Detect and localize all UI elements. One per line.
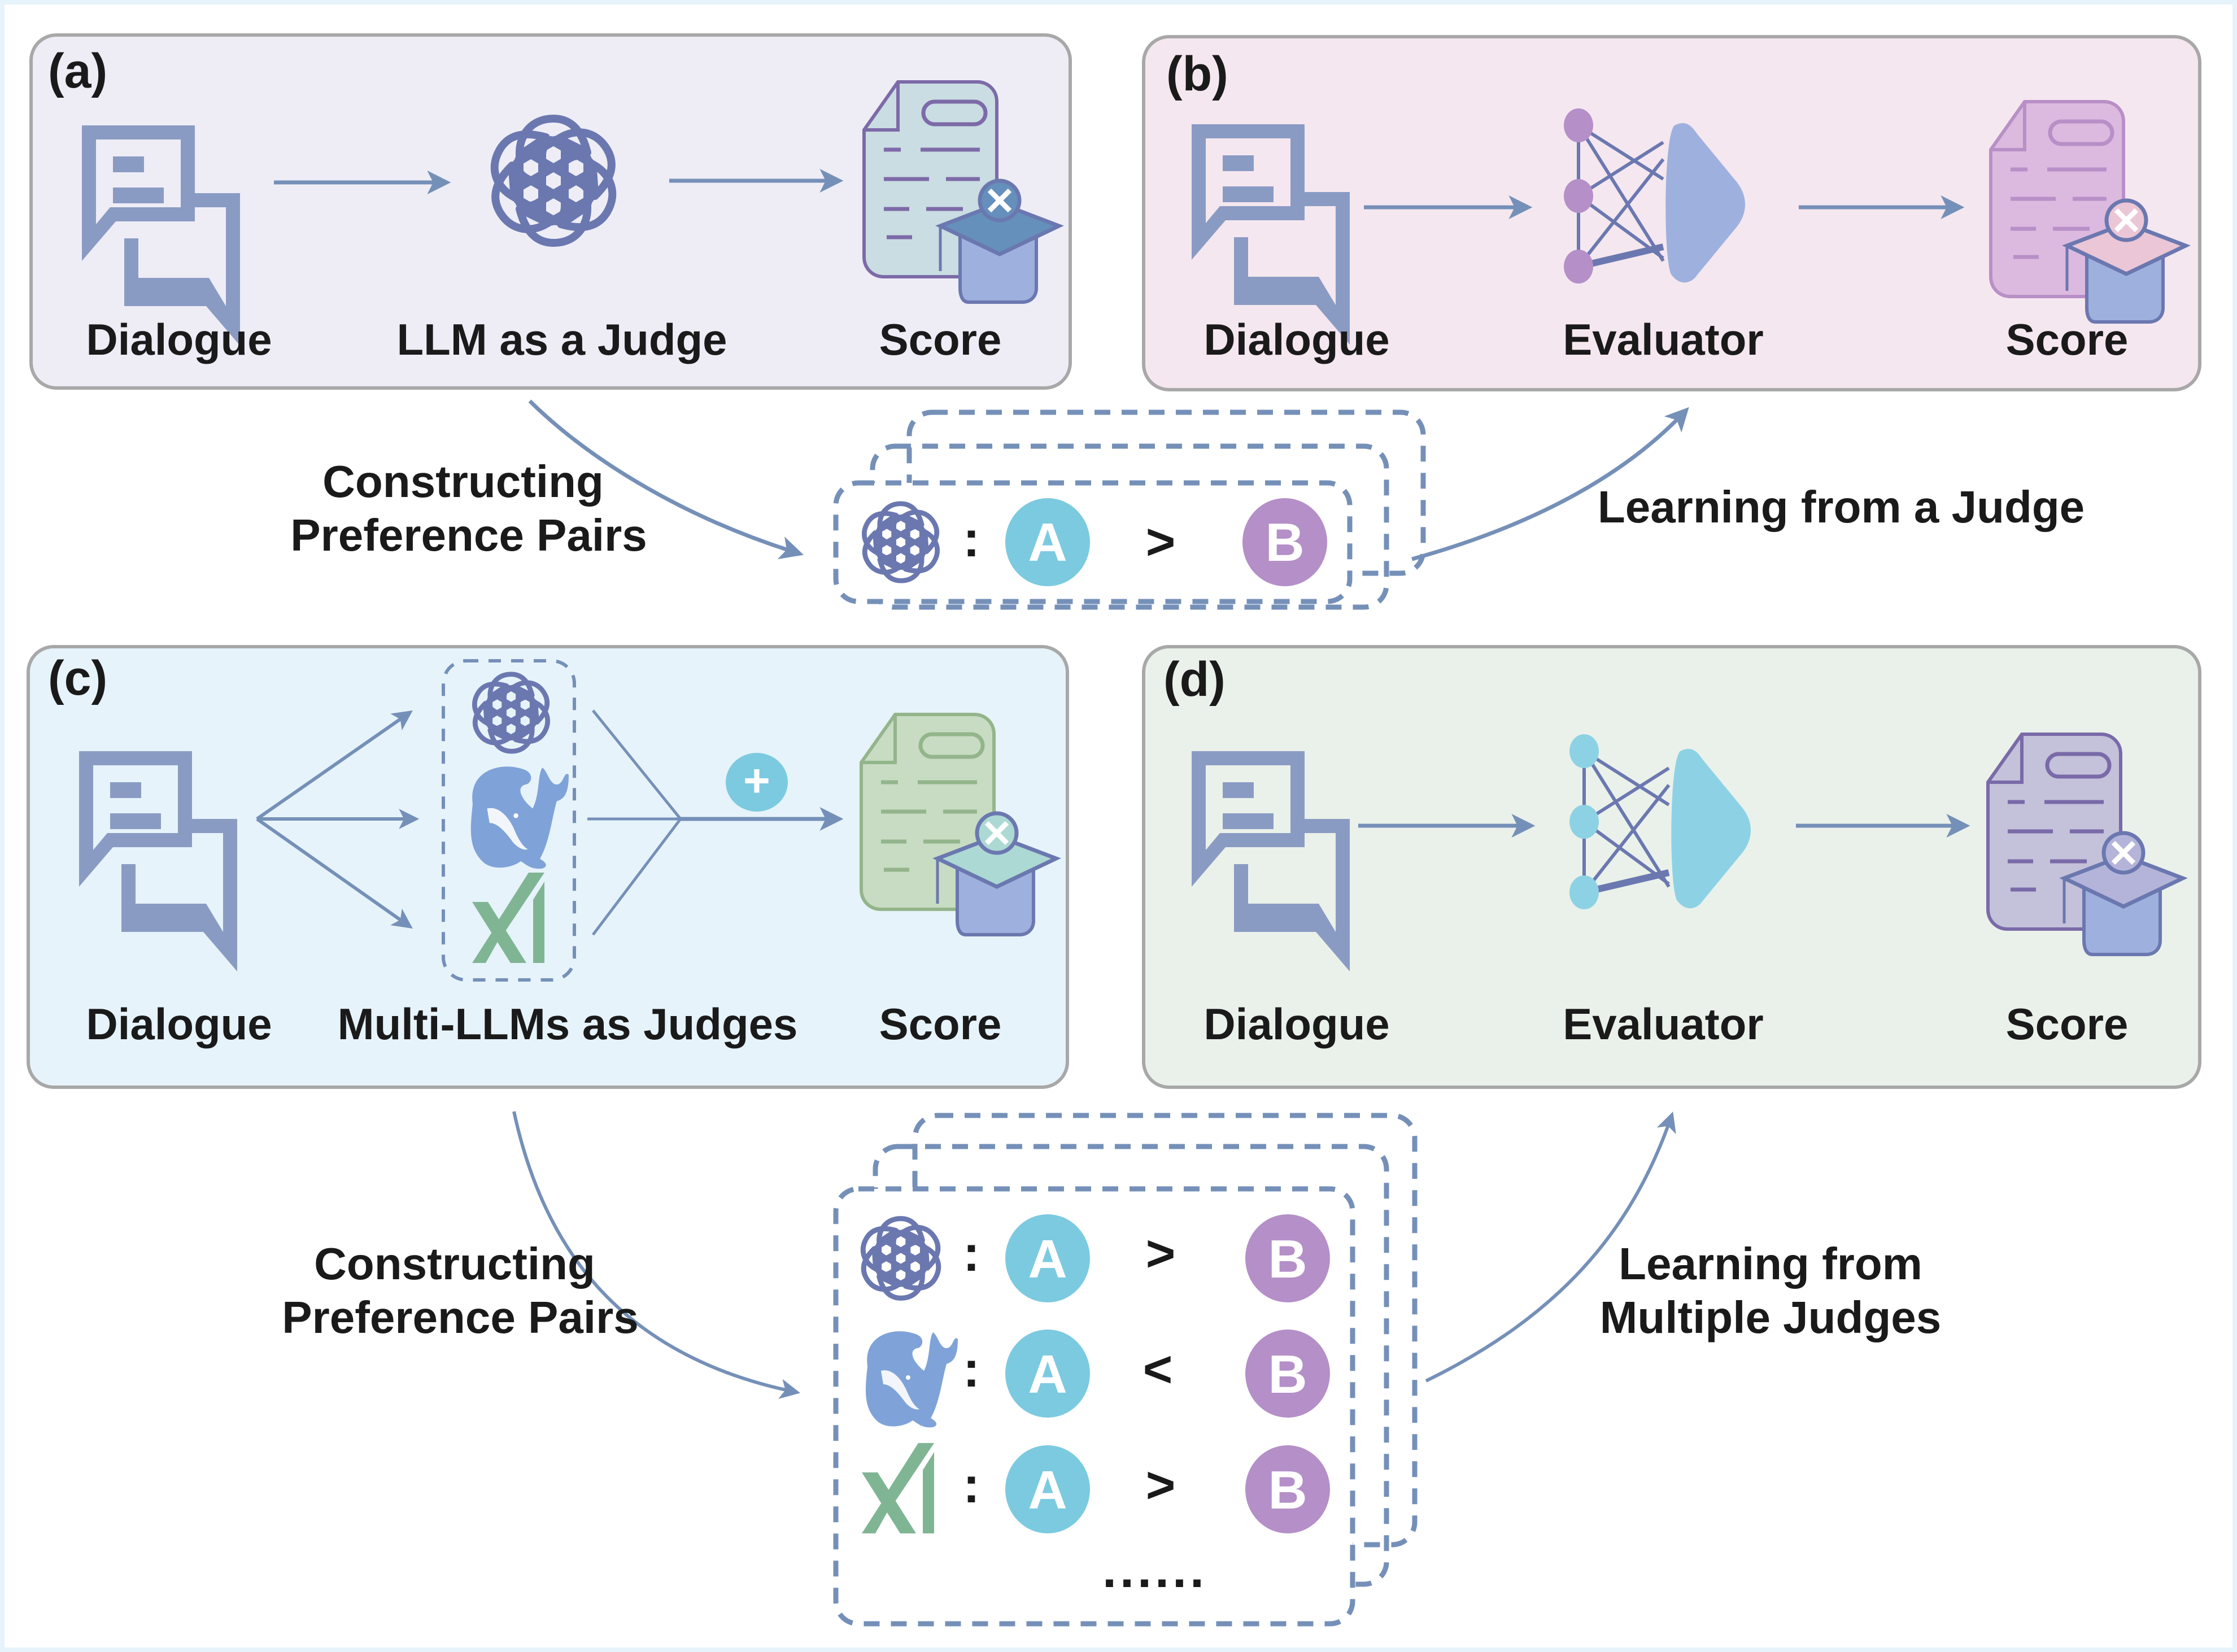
node-label-dialogue: Dialogue [1203, 999, 1389, 1049]
response-b-label: B [1268, 1344, 1307, 1405]
comparison-operator: > [1146, 1457, 1176, 1514]
aggregate-plus-circle [726, 753, 788, 812]
learning-arrow [1411, 407, 1689, 561]
colon: : [963, 1226, 980, 1282]
bottom-flow: Constructing Preference Pairs : A > B : … [282, 1111, 1942, 1627]
construct-arrow [528, 399, 804, 560]
preference-stack-top [833, 409, 1426, 610]
comparison-operator: > [1146, 1226, 1176, 1282]
merge-line [592, 818, 682, 936]
construct-label-line2: Preference Pairs [282, 1292, 639, 1342]
panel-d-letter: (d) [1163, 652, 1226, 707]
panel-d: (d) Dialogue Evaluator Score [1142, 645, 2201, 1089]
panel-d-box [1142, 645, 2201, 1089]
response-b-label: B [1265, 512, 1304, 573]
panel-a-letter: (a) [48, 44, 107, 98]
node-label-evaluator: Evaluator [1563, 315, 1763, 364]
response-a-label: A [1028, 1460, 1067, 1520]
fan-arrow [256, 710, 413, 821]
node-label-score: Score [879, 315, 1002, 364]
colon: : [963, 1457, 980, 1514]
colon: : [963, 511, 980, 568]
node-label-dialogue: Dialogue [86, 999, 272, 1049]
colon: : [963, 1341, 980, 1398]
construct-label-line1: Constructing [314, 1239, 595, 1289]
fan-arrow [256, 817, 413, 929]
preference-row: : A > B [857, 498, 1327, 586]
learning-label: Learning from a Judge [1598, 482, 2085, 532]
merge-line [592, 709, 682, 820]
learning-label-line1: Learning from [1619, 1239, 1922, 1289]
construct-arrow [512, 1111, 801, 1399]
panel-b-letter: (b) [1166, 47, 1228, 101]
response-a-label: A [1028, 1344, 1067, 1405]
preference-row-gpt: : A > B [856, 1214, 1330, 1302]
comparison-operator: > [1146, 514, 1176, 570]
node-label-score: Score [2006, 999, 2129, 1049]
ellipsis: ...... [1102, 1542, 1207, 1598]
panel-b: (b) Dialogue Evaluator Score [1142, 35, 2201, 391]
panel-c-box [27, 645, 1069, 1089]
comparison-operator: < [1143, 1341, 1173, 1398]
plus-icon: + [743, 755, 770, 807]
panel-a: (a) Dialogue LLM as a Judge Score [29, 33, 1072, 390]
node-label-dialogue: Dialogue [1203, 315, 1389, 364]
response-b-label: B [1268, 1460, 1307, 1520]
preference-row-xai: : A > B [862, 1443, 1330, 1533]
construct-label-line1: Constructing [322, 456, 604, 507]
construct-label-line2: Preference Pairs [290, 510, 647, 560]
response-a-label: A [1028, 1229, 1067, 1289]
learning-arrow [1425, 1111, 1676, 1383]
node-label-llm-judge: LLM as a Judge [396, 315, 727, 364]
response-b-label: B [1268, 1229, 1307, 1289]
node-label-score: Score [879, 999, 1002, 1049]
panel-a-box [29, 33, 1072, 390]
preference-row-deepseek: : A < B [865, 1330, 1330, 1428]
panel-c-letter: (c) [48, 651, 107, 705]
node-label-evaluator: Evaluator [1563, 999, 1763, 1049]
node-label-multi-llm-judges: Multi-LLMs as Judges [338, 999, 798, 1049]
learning-label-line2: Multiple Judges [1600, 1292, 1942, 1342]
top-flow: Constructing Preference Pairs : A > B Le… [290, 399, 2085, 610]
node-label-score: Score [2006, 315, 2129, 364]
response-a-label: A [1028, 512, 1067, 573]
node-label-dialogue: Dialogue [86, 315, 272, 364]
panel-c: (c) + Dialogue Multi-LLMs as Judges Scor… [27, 645, 1069, 1089]
judges-group-box [442, 659, 576, 982]
